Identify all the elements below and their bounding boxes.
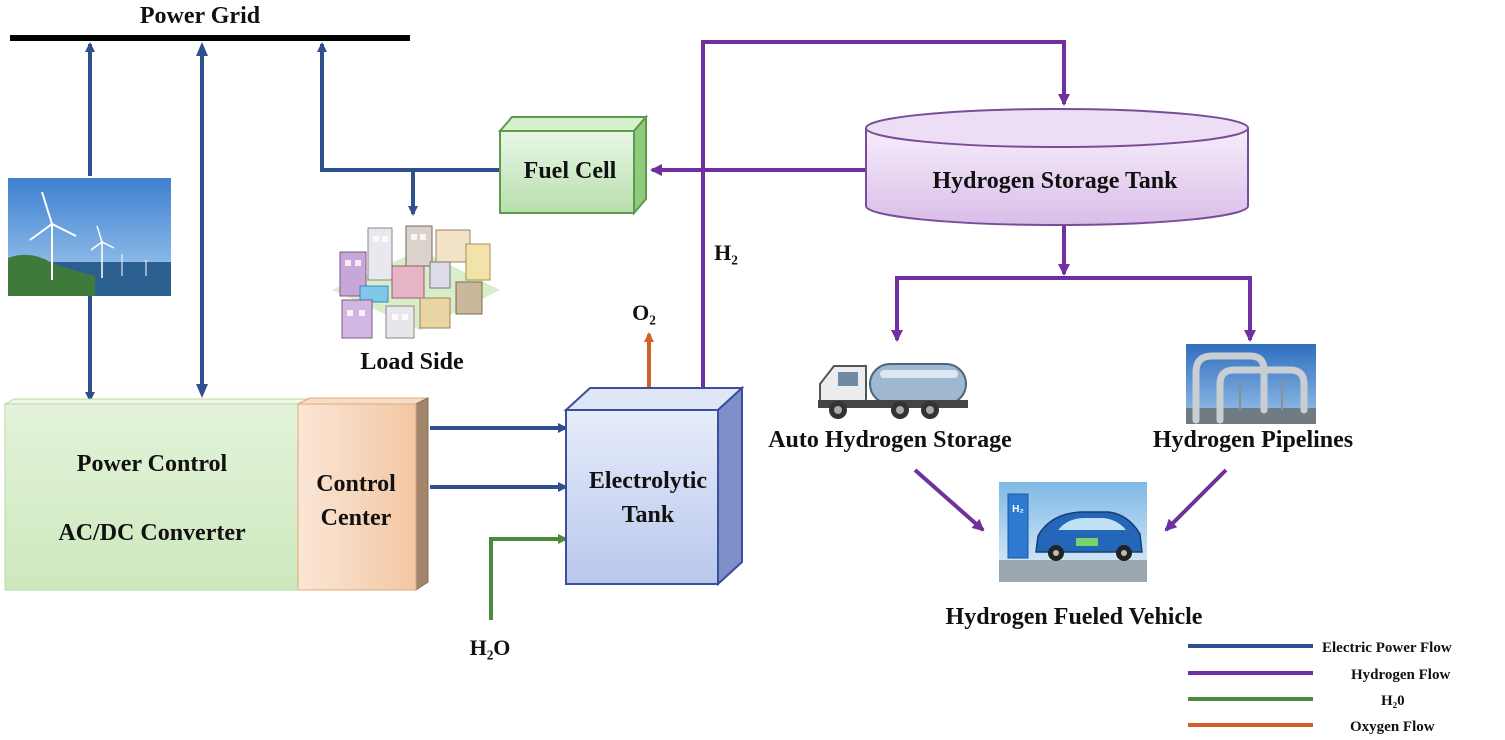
electrolytic-label-line2: Tank <box>622 502 675 528</box>
hydrogen-pipelines-label: Hydrogen Pipelines <box>1153 427 1353 453</box>
pipeline-to-vehicle-arrow <box>1164 468 1228 532</box>
legend-item-electric: Electric Power Flow <box>1188 640 1452 656</box>
o2-label: O₂ <box>632 300 656 325</box>
load-side-label: Load Side <box>360 349 464 375</box>
electric-flows <box>85 42 568 492</box>
hydrogen-fueled-vehicle-label: Hydrogen Fueled Vehicle <box>946 604 1203 630</box>
legend-item-oxygen: Oxygen Flow <box>1188 719 1435 735</box>
electrolytic-label-line1: Electrolytic <box>589 468 708 494</box>
h2o-label: H₂O <box>470 635 511 660</box>
water-to-electrolytic-line <box>489 534 568 620</box>
buildings-icon <box>332 225 500 339</box>
wind-turbine-icon <box>8 178 171 296</box>
power-control-down-arrowhead <box>196 384 208 398</box>
power-control-block: Power Control AC/DC Converter <box>3 398 322 591</box>
hydrogen-storage-tank: Hydrogen Storage Tank <box>865 108 1249 226</box>
legend-label-electric: Electric Power Flow <box>1322 640 1452 656</box>
power-control-label: Power Control <box>77 451 228 477</box>
electrolytic-to-storage-line <box>701 40 1070 388</box>
legend-label-oxygen: Oxygen Flow <box>1350 719 1435 735</box>
storage-to-truck-line <box>891 276 1064 342</box>
hydrogen-storage-tank-label: Hydrogen Storage Tank <box>933 168 1179 194</box>
power-grid-label: Power Grid <box>140 3 261 29</box>
legend-item-hydrogen: Hydrogen Flow <box>1188 667 1450 683</box>
legend-item-water: H₂0 <box>1188 693 1405 709</box>
fuel-car-icon: H₂ <box>999 482 1147 582</box>
electrolytic-tank: Electrolytic Tank <box>563 385 745 587</box>
control-center-block: Control Center <box>297 397 429 591</box>
truck-to-vehicle-arrow <box>913 468 985 532</box>
fuel-cell-to-grid-line <box>317 42 500 172</box>
storage-to-pipeline-line <box>1064 276 1256 342</box>
control-center-label-line1: Control <box>316 471 396 497</box>
fuel-cell-box: Fuel Cell <box>497 114 649 216</box>
h2-label: H₂ <box>714 240 738 265</box>
auto-hydrogen-storage-label: Auto Hydrogen Storage <box>768 427 1012 453</box>
tanker-truck-icon <box>818 363 968 419</box>
fuel-cell-label: Fuel Cell <box>524 158 617 184</box>
hydrogen-flows <box>650 40 1256 532</box>
legend-label-water: H₂0 <box>1381 693 1405 709</box>
control-center-label-line2: Center <box>321 505 392 531</box>
car-h2-sign: H₂ <box>1012 504 1024 515</box>
legend: Electric Power Flow Hydrogen Flow H₂0 Ox… <box>1188 640 1452 735</box>
pipelines-icon <box>1186 344 1316 424</box>
ac-dc-converter-label: AC/DC Converter <box>58 520 246 546</box>
legend-label-hydrogen: Hydrogen Flow <box>1351 667 1450 683</box>
grid-up-arrowhead <box>196 42 208 56</box>
